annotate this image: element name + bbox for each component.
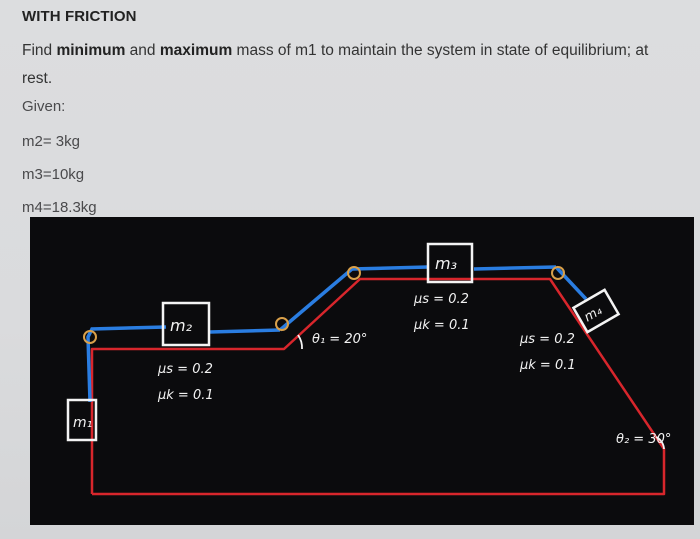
rope-incline	[278, 265, 429, 332]
rope-m2-to-pulley	[209, 328, 281, 334]
given-m2: m2= 3kg	[22, 133, 80, 150]
rope-pulley-to-m4	[554, 265, 588, 301]
rope-m3-to-pulley	[473, 265, 557, 271]
given-m4: m4=18.3kg	[22, 199, 97, 216]
block-m2-label: m₂	[170, 316, 193, 335]
angle2-arc	[655, 436, 665, 450]
pulley-icon-left	[83, 330, 97, 344]
angle1-label: θ₁ = 20°	[312, 332, 367, 347]
mu-s-right: μs = 0.2	[519, 332, 575, 347]
question-bold-minimum: minimum	[56, 42, 126, 59]
given-label: Given:	[22, 98, 66, 115]
question-text-1: Find	[22, 42, 57, 59]
block-m3-label: m₃	[435, 254, 457, 273]
pulley-icon-right	[551, 266, 565, 280]
angle1-arc	[297, 334, 303, 350]
problem-heading: WITH FRICTION	[22, 8, 137, 25]
pulley-icon-incline-top	[347, 266, 361, 280]
block-m1-label: m₁	[73, 415, 92, 431]
block-m4-label: m₄	[582, 303, 606, 325]
mu-s-top: μs = 0.2	[413, 292, 469, 307]
given-m3: m3=10kg	[22, 166, 85, 183]
question-text-2: and	[125, 42, 160, 59]
diagram-canvas: m₁ m₂ m₃ m₄ θ₁ = 20° θ₂ = 30° μs = 0.2 μ…	[66, 242, 671, 496]
block-m1	[66, 398, 98, 442]
pulley-icon-incline-bottom	[275, 317, 289, 331]
pulley-system-diagram: m₁ m₂ m₃ m₄ θ₁ = 20° θ₂ = 30° μs = 0.2 μ…	[30, 217, 694, 525]
question-text-3: mass of m1 to maintain the system in sta…	[22, 42, 649, 87]
angle2-label: θ₂ = 30°	[616, 432, 671, 447]
surface-outline	[90, 277, 666, 496]
mu-k-right: μk = 0.1	[519, 358, 576, 373]
block-m3	[426, 242, 474, 284]
mu-s-left: μs = 0.2	[157, 362, 213, 377]
block-m2	[161, 301, 211, 347]
problem-statement: Find minimum and maximum mass of m1 to m…	[22, 37, 682, 93]
mu-k-top: μk = 0.1	[413, 318, 470, 333]
question-bold-maximum: maximum	[159, 42, 233, 59]
mu-k-left: μk = 0.1	[157, 388, 214, 403]
rope-m1-to-m2	[86, 325, 167, 403]
